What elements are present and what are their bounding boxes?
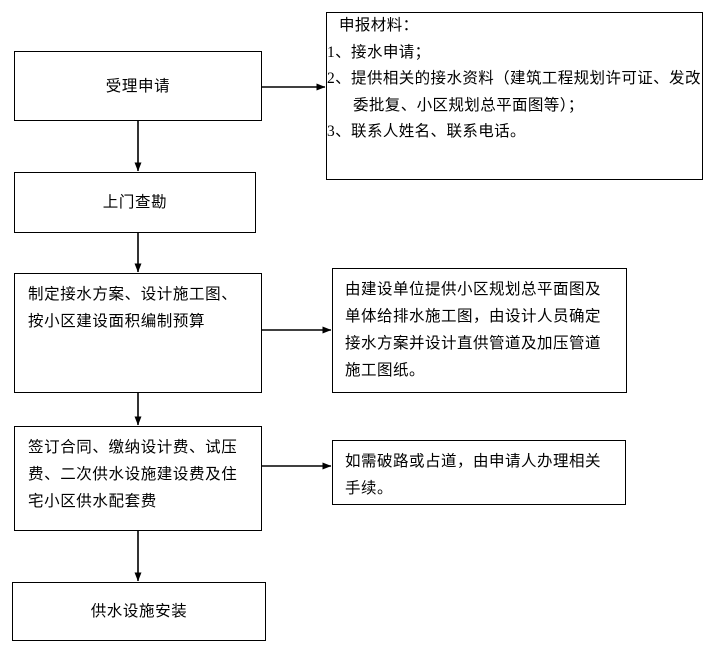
note-list-item: 3、联系人姓名、联系电话。: [327, 123, 526, 140]
process-node-plan-design-budget[interactable]: 制定接水方案、设计施工图、按小区建设面积编制预算: [14, 273, 262, 393]
process-node-contract-and-fees[interactable]: 签订合同、缴纳设计费、试压费、二次供水设施建设费及住宅小区供水配套费: [14, 426, 262, 531]
note-design-source: 由建设单位提供小区规划总平面图及单体给排水施工图，由设计人员确定接水方案并设计直…: [332, 268, 627, 393]
process-node-label: 上门查勘: [102, 194, 168, 211]
process-node-label: 签订合同、缴纳设计费、试压费、二次供水设施建设费及住宅小区供水配套费: [28, 439, 238, 510]
note-list-item: 1、接水申请；: [327, 43, 431, 61]
note-body: 如需破路或占道，由申请人办理相关手续。: [345, 453, 602, 497]
process-node-site-survey[interactable]: 上门查勘: [14, 172, 256, 233]
note-required-materials: 申报材料： 1、接水申请； 2、提供相关的接水资料（建筑工程规划许可证、发改委批…: [326, 12, 703, 180]
process-node-install-facilities[interactable]: 供水设施安装: [12, 582, 266, 641]
note-list-item: 2、提供相关的接水资料（建筑工程规划许可证、发改委批复、小区规划总平面图等）；: [327, 70, 701, 114]
process-node-label: 受理申请: [105, 77, 171, 95]
process-node-accept-application[interactable]: 受理申请: [14, 51, 262, 121]
process-node-label: 制定接水方案、设计施工图、按小区建设面积编制预算: [28, 286, 238, 330]
process-node-label: 供水设施安装: [90, 603, 188, 620]
note-list: 申报材料： 1、接水申请； 2、提供相关的接水资料（建筑工程规划许可证、发改委批…: [327, 13, 702, 146]
note-title: 申报材料：: [339, 17, 419, 34]
note-road-permit: 如需破路或占道，由申请人办理相关手续。: [332, 440, 626, 505]
note-body: 由建设单位提供小区规划总平面图及单体给排水施工图，由设计人员确定接水方案并设计直…: [345, 281, 602, 379]
